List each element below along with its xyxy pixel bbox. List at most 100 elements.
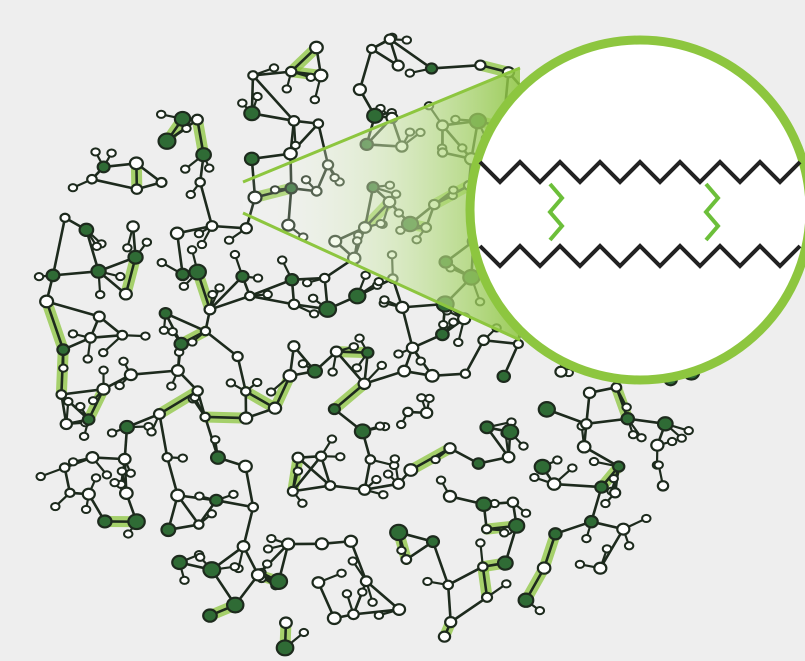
atom-small [82, 354, 93, 364]
atom [283, 146, 298, 161]
atom-small [75, 401, 86, 412]
atom-small [336, 568, 347, 578]
atom [582, 386, 597, 400]
atom [389, 523, 409, 542]
atom-small [501, 579, 512, 589]
atom-small [262, 544, 274, 554]
atom [231, 350, 244, 363]
atom [59, 417, 74, 431]
atom [477, 561, 489, 572]
atom [171, 554, 188, 571]
atom [419, 406, 434, 420]
atom-small [67, 457, 79, 467]
atom-small [581, 533, 592, 544]
zoom-detail [478, 159, 802, 269]
atom-small [123, 529, 134, 539]
atom [517, 592, 535, 608]
atom-small [67, 183, 79, 193]
atom-small [396, 545, 407, 555]
atom [400, 554, 413, 565]
atom-small [354, 333, 365, 343]
atom-small [109, 478, 120, 488]
atom [173, 336, 189, 351]
atom [45, 268, 61, 283]
atom [366, 107, 384, 124]
atom [170, 364, 185, 377]
atom [313, 68, 329, 83]
bond [431, 540, 450, 587]
atom [202, 561, 222, 579]
atom [501, 450, 516, 464]
atom-small [194, 552, 206, 562]
atom-small [156, 257, 167, 268]
polymer-chain-top [478, 159, 802, 185]
atom-small [453, 337, 464, 348]
atom-small [401, 35, 412, 45]
atom-small [58, 363, 69, 373]
atom-small [534, 606, 546, 616]
bond [158, 412, 169, 459]
atom-small [623, 541, 635, 551]
atom [84, 331, 97, 344]
atom [119, 419, 135, 435]
atom [202, 608, 218, 623]
atom-small [360, 270, 371, 280]
atom [442, 489, 458, 503]
atom-small [666, 436, 678, 447]
atom-small [115, 271, 126, 282]
atom-small [94, 290, 106, 300]
atom-small [35, 471, 46, 482]
atom [474, 59, 487, 71]
atom [327, 403, 342, 416]
atom-small [351, 363, 363, 373]
atom [195, 147, 212, 163]
atom-small [179, 575, 190, 585]
atom-small [67, 329, 79, 339]
atom [656, 416, 674, 432]
atom-small [373, 277, 385, 287]
atom [243, 105, 261, 122]
atom [81, 487, 96, 501]
atom-small [499, 528, 510, 538]
atom [496, 555, 514, 571]
atom [314, 537, 330, 551]
atom-small [265, 387, 277, 397]
atom [311, 576, 326, 589]
atom-small [520, 508, 532, 518]
atom [193, 519, 205, 530]
atom [127, 513, 146, 531]
atom [243, 151, 260, 167]
atom [593, 561, 608, 575]
atom-small [158, 325, 170, 335]
atom [391, 59, 405, 72]
atom [169, 226, 185, 241]
atom [284, 65, 298, 78]
atom-small [90, 147, 101, 157]
atom [359, 575, 373, 588]
atom-small [140, 331, 151, 341]
atom-small [309, 95, 321, 105]
atom [459, 368, 472, 379]
atom-small [106, 428, 118, 438]
atom-small [435, 475, 447, 485]
atom-small [114, 381, 125, 391]
atom [324, 480, 337, 492]
atom [594, 480, 609, 494]
atom [86, 173, 98, 185]
atom [480, 591, 494, 603]
bond [175, 232, 184, 276]
atom [580, 418, 593, 430]
atom [391, 477, 406, 490]
atom-small [91, 241, 102, 251]
atom-small [98, 365, 109, 375]
atom-small [307, 293, 319, 303]
atom [175, 267, 191, 282]
atom [92, 310, 106, 323]
atom [501, 423, 520, 441]
atom-small [251, 377, 263, 388]
atom-small [223, 235, 235, 245]
atom-small [378, 490, 389, 500]
atom-small [214, 283, 225, 293]
crosslink-left [547, 182, 565, 242]
atom-small [621, 402, 632, 412]
